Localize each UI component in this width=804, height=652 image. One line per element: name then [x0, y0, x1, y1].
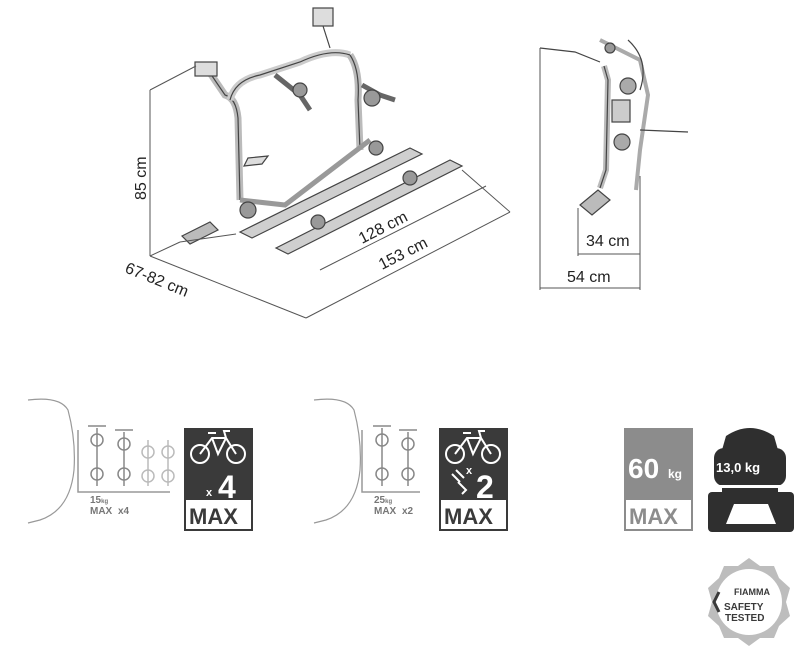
fiamma-safety-tested-seal: FIAMMA SAFETY TESTED	[708, 558, 790, 646]
bike-rack-side-drawing	[539, 38, 689, 216]
seal-brand: FIAMMA	[734, 587, 770, 597]
bike-silhouette-4-icon	[161, 440, 175, 486]
bike-silhouette-6-icon	[399, 429, 417, 486]
bike-silhouette-2-icon	[115, 429, 133, 486]
max-4-bikes-badge: x 4 MAX	[184, 428, 253, 531]
two-bikes-icon	[361, 425, 420, 493]
ebike-icon	[445, 430, 501, 464]
rack4-max-label: MAX	[90, 506, 113, 517]
bicycle-icon	[190, 430, 246, 464]
four-bikes-icon	[77, 425, 175, 493]
plug-icon	[451, 469, 468, 495]
rack4-weight: 15kg	[90, 495, 108, 506]
max-load-label: MAX	[629, 504, 678, 529]
side-outer-dimension-label: 54 cm	[567, 269, 611, 286]
rack2-max-label: MAX	[374, 506, 397, 517]
bike-silhouette-1-icon	[88, 425, 106, 486]
rear-wall-outline-x2	[313, 398, 361, 524]
max-load-value: 60	[628, 453, 659, 484]
rack2-weight: 25kg	[374, 495, 392, 506]
height-dimension-label: 85 cm	[133, 156, 150, 200]
bike-silhouette-5-icon	[373, 425, 391, 486]
badge2-x: x	[466, 465, 473, 477]
dimension-lines-main	[149, 65, 511, 319]
badge2-max: MAX	[444, 504, 493, 529]
badge4-count: 4	[218, 469, 236, 505]
seal-line1: SAFETY	[724, 602, 764, 613]
rack2-count: x2	[402, 506, 414, 517]
seal-line2: TESTED	[725, 613, 764, 624]
product-weight-value: 13,0 kg	[716, 460, 760, 475]
depth-dimension-label: 67-82 cm	[123, 260, 191, 301]
rear-wall-outline-x4	[27, 398, 75, 524]
max-load-badge: 60 kg MAX	[624, 428, 693, 531]
bike-silhouette-3-icon	[141, 440, 155, 486]
badge4-x: x	[206, 487, 213, 499]
badge4-max: MAX	[189, 504, 238, 529]
dimension-lines-side	[539, 48, 641, 290]
rack4-count: x4	[118, 506, 130, 517]
side-inner-dimension-label: 34 cm	[586, 233, 630, 250]
bike-rack-perspective-drawing	[180, 7, 464, 255]
product-weight-scale-icon	[708, 428, 794, 532]
max-2-ebikes-badge: x 2 MAX	[439, 428, 508, 531]
badge2-count: 2	[476, 469, 494, 505]
max-load-unit: kg	[668, 467, 682, 481]
